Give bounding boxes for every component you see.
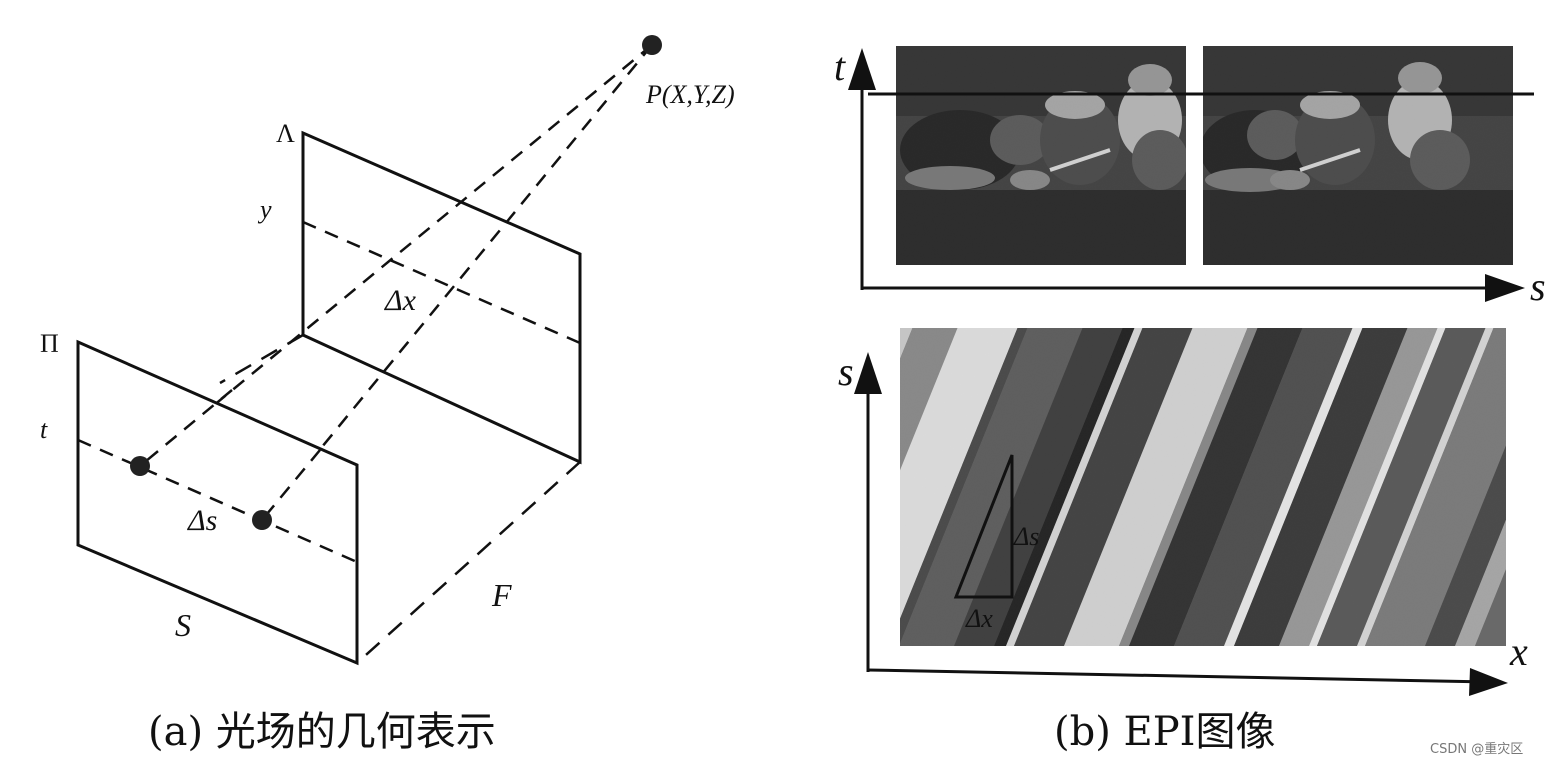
bottom-axis-x-label: x [1509,629,1528,674]
epi-image [900,328,1506,646]
label-f: F [491,577,512,613]
light-field-diagram [76,44,653,666]
caption-panel-a: (a) 光场的几何表示 [148,709,496,755]
bottom-axis-x-arrow [1469,668,1508,696]
photo-view-1 [896,46,1186,265]
triangle-delta-s-label: Δs [1013,522,1039,551]
point-p [642,35,662,55]
epi-photo-strip [868,46,1534,265]
label-y: y [257,195,272,224]
epi-triangle [953,454,1014,599]
top-axis-t-label: t [834,44,846,89]
top-axis-t-arrow [848,48,876,90]
ray-2 [261,44,653,521]
label-t: t [40,415,48,444]
top-axis-s-label: s [1530,264,1546,309]
label-lambda: Λ [276,119,295,148]
bottom-axis-x [867,668,1491,684]
bottom-axis-s-arrow [854,352,882,394]
lambda-y-line [302,220,581,345]
caption-panel-b: (b) EPI图像 [1054,709,1276,755]
top-axes [848,48,1525,302]
pi-plane [76,339,359,666]
ray-1-front [139,389,233,467]
photo-view-2 [1203,46,1513,265]
label-point-p: P(X,Y,Z) [645,80,735,109]
pi-t-line [77,438,358,564]
label-delta-s: Δs [187,504,217,537]
label-s: S [175,607,191,643]
triangle-delta-x-label: Δx [965,604,993,633]
label-pi: Π [40,329,59,358]
ray-hit-2 [252,510,272,530]
watermark: CSDN @重灾区 [1430,742,1524,757]
ray-hit-1 [130,456,150,476]
bottom-axes [854,352,1508,696]
label-delta-x: Δx [384,284,417,317]
top-axis-s-arrow [1485,274,1525,302]
bottom-axis-s-label: s [838,349,854,394]
floor-line-back [356,461,581,664]
ray-2-front [261,449,321,521]
